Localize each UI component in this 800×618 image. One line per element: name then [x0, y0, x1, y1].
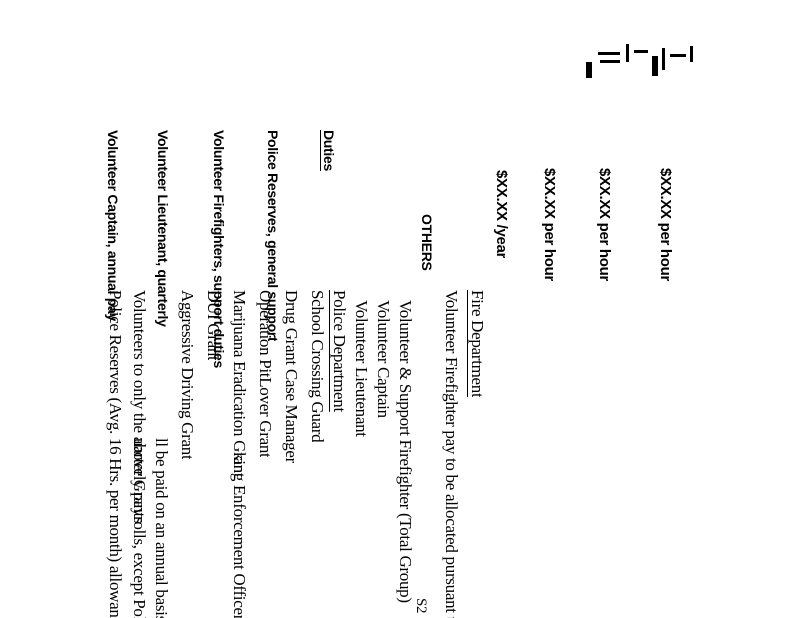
- body-line: DUI Grant: [204, 290, 223, 361]
- body-line: Marijuana Eradication Grant: [230, 290, 249, 478]
- body-line: Aggressive Driving Grant: [178, 290, 197, 460]
- header-mark: [598, 52, 620, 55]
- duties-heading: Duties: [321, 130, 337, 171]
- police-department-heading: Police Department: [330, 290, 349, 412]
- body-line: Volunteer & Support Firefighter (Total G…: [396, 300, 415, 603]
- others-heading: OTHERS: [419, 214, 435, 271]
- body-line: king Enforcement Officer: [230, 452, 249, 618]
- rate-line: $XX.XX per hour: [657, 168, 674, 282]
- header-mark: [586, 62, 592, 78]
- rate-line: $XX.XX per hour: [541, 168, 558, 282]
- header-mark: [662, 48, 665, 70]
- duties-line: Volunteer Firefighters, support duties: [211, 130, 227, 369]
- rate-line: $XX.XX /year: [493, 170, 510, 259]
- header-mark: [690, 46, 693, 62]
- rate-line: $XX.XX per hour: [596, 168, 613, 282]
- header-mark: [600, 60, 620, 63]
- header-mark: [626, 44, 629, 62]
- body-line: Drug Grant Case Manager: [282, 290, 301, 463]
- body-line: School Crossing Guard: [308, 290, 327, 443]
- body-line: Police Reserves (Avg. 16 Hrs. per month)…: [106, 290, 125, 618]
- body-line: Volunteers to only the above Grants: [130, 290, 149, 524]
- duties-line: Volunteer Captain, annual pay: [105, 130, 121, 321]
- header-block: [586, 40, 702, 84]
- duties-line: Volunteer Lieutenant, quarterly: [155, 130, 171, 327]
- body-line: Operation PitLover Grant: [256, 290, 275, 458]
- body-line: ll be paid on an annual basis. All c: [152, 438, 171, 618]
- body-line: Volunteer Lieutenant: [352, 300, 371, 437]
- body-line: Volunteer Firefighter pay to be allocate…: [442, 290, 461, 618]
- body-line: uarterly payrolls, except Police Res: [130, 438, 149, 618]
- body-line: S2: [413, 598, 429, 614]
- duties-line: Police Reserves, general support: [265, 130, 281, 342]
- fire-department-heading: Fire Department: [468, 290, 487, 398]
- header-mark: [634, 50, 648, 53]
- header-mark: [670, 54, 686, 57]
- body-line: Volunteer Captain: [374, 300, 393, 418]
- header-mark: [652, 56, 658, 76]
